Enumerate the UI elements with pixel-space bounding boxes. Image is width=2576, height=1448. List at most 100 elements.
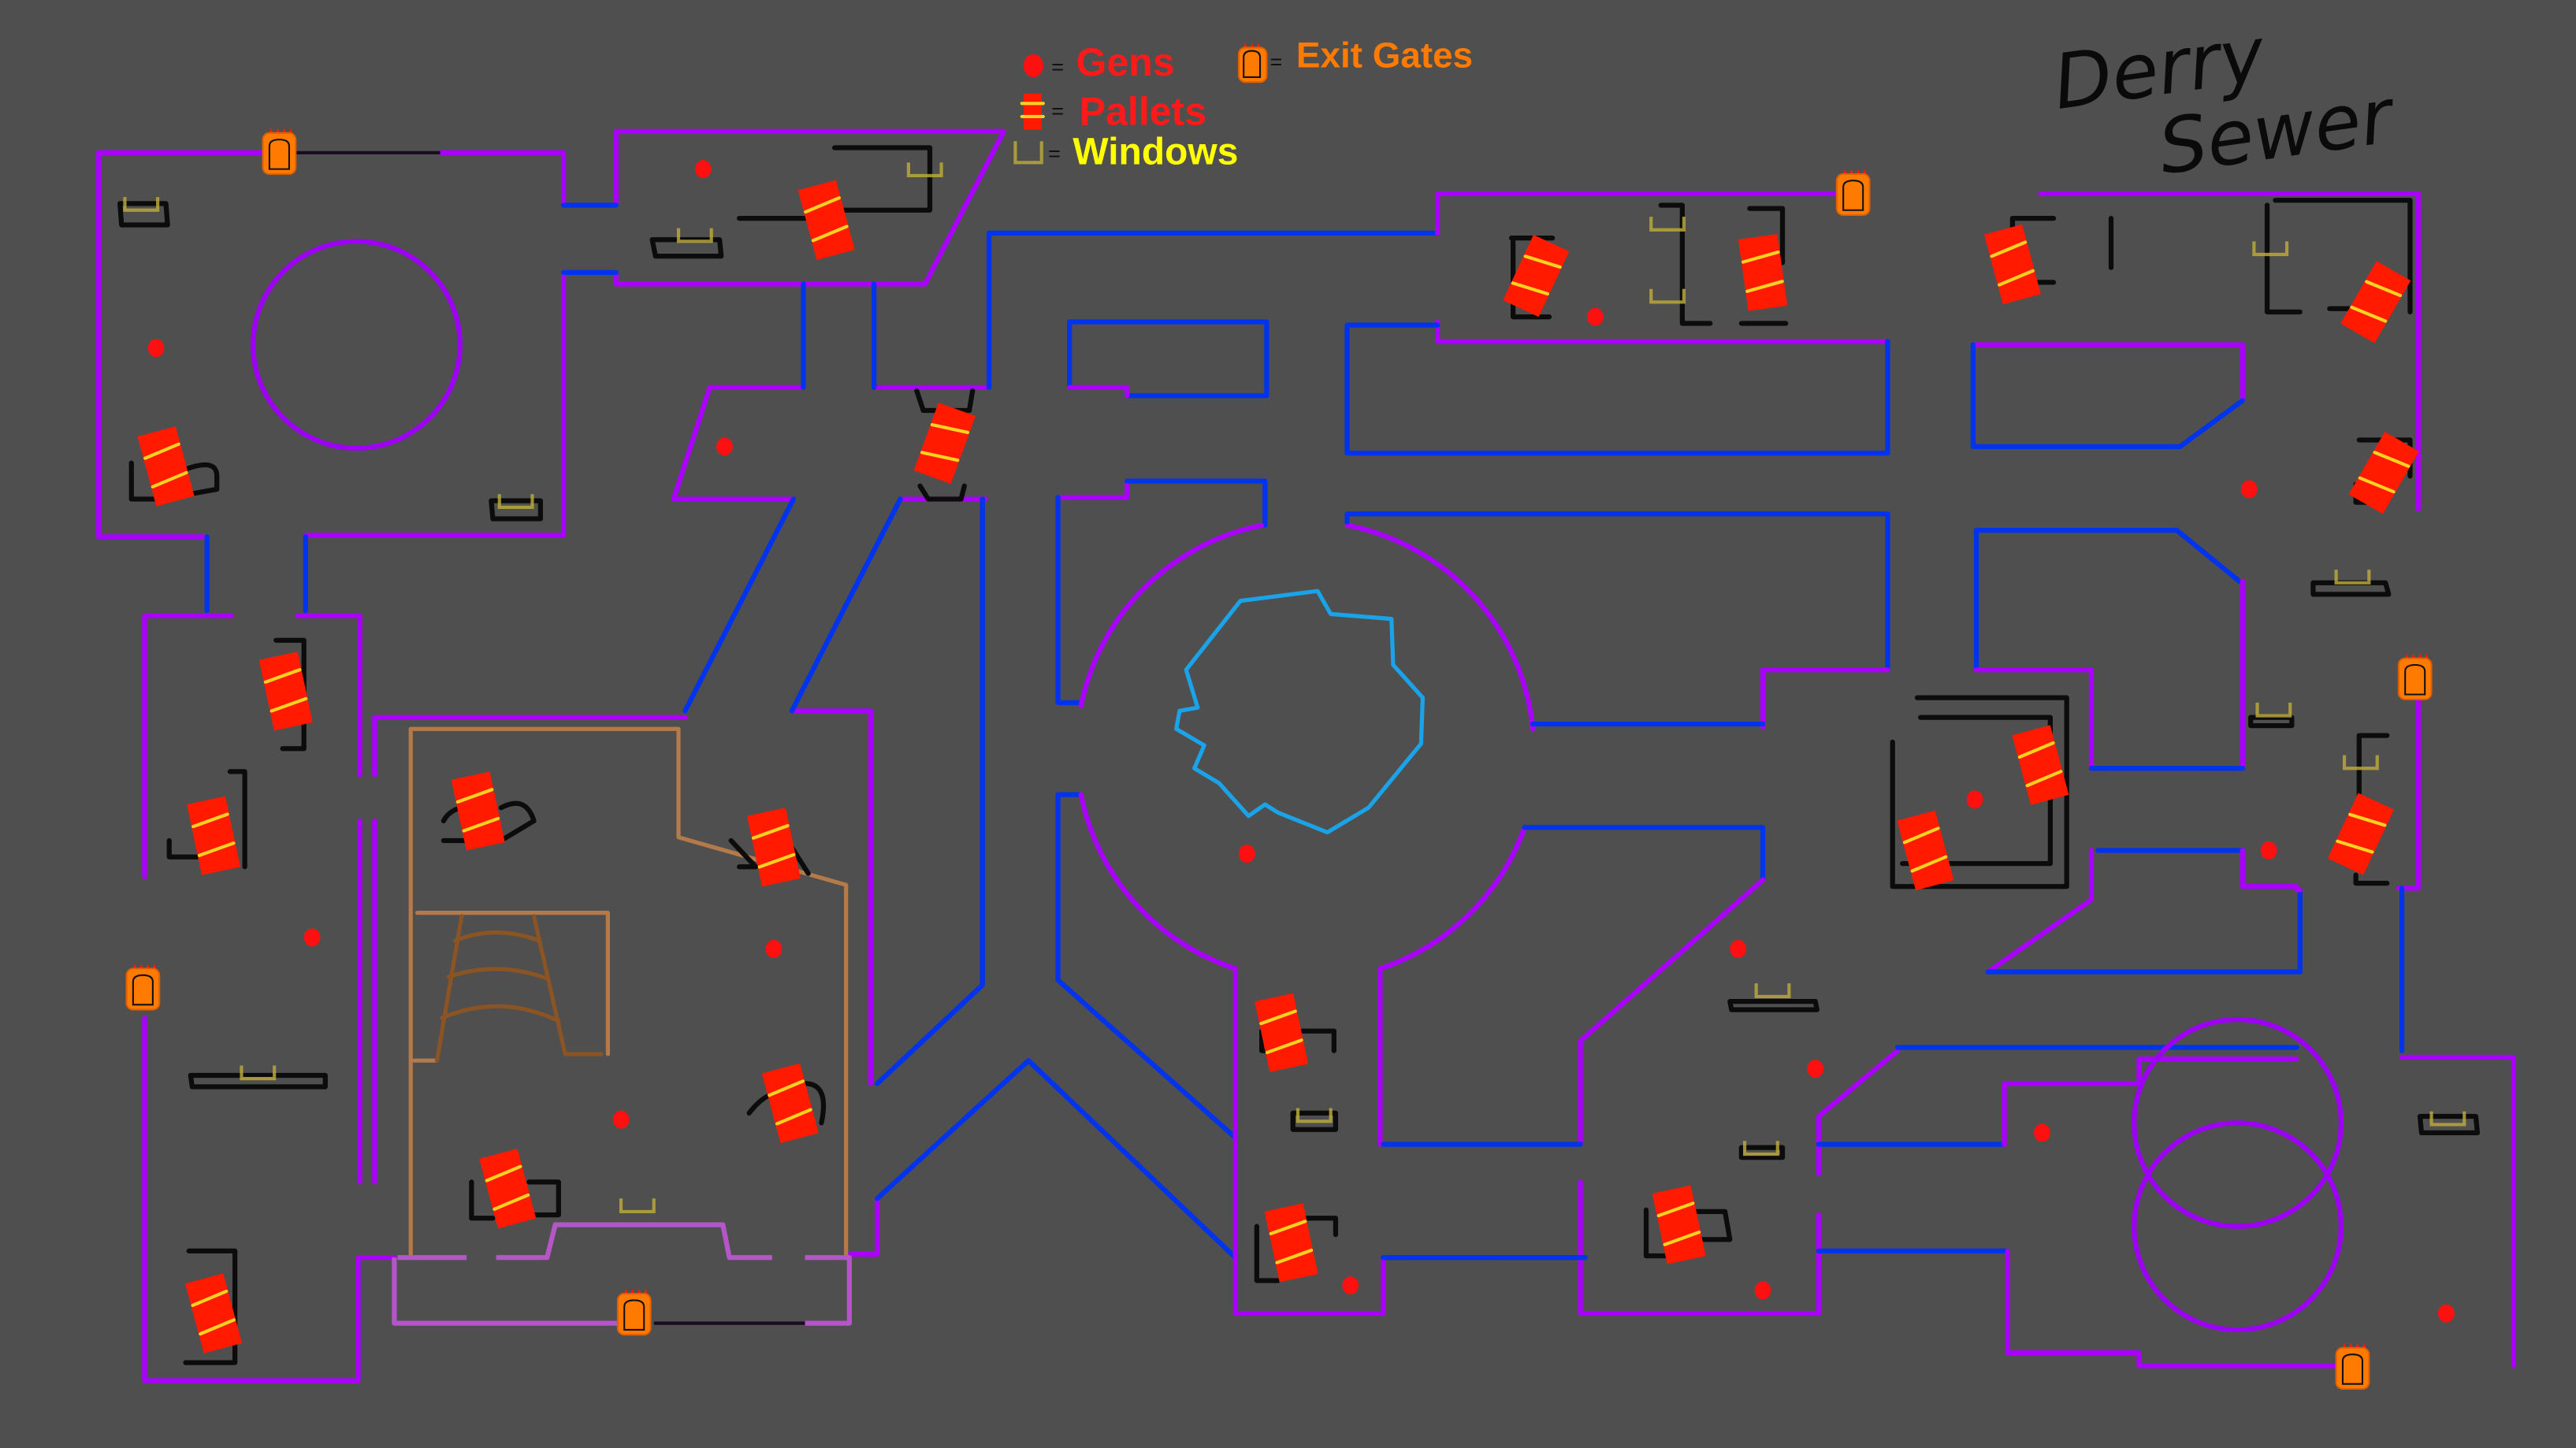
window-icon [1013, 141, 1043, 165]
pallet-body [797, 180, 855, 260]
obstacle [1738, 1145, 1786, 1160]
pallet-stripe [1741, 250, 1780, 264]
legend-item-gens: = Gens [1023, 40, 1175, 84]
window-icon [2334, 570, 2371, 585]
pallet-icon [913, 403, 976, 485]
pallet-stripe [263, 668, 302, 684]
legend-separator: = [1048, 141, 1061, 165]
obstacle [166, 769, 247, 870]
pallet-body [1264, 1203, 1318, 1283]
gate-body [2335, 1346, 2370, 1390]
pallet-icon [1983, 224, 2041, 305]
window-icon [123, 197, 160, 212]
sewer-pit [1174, 588, 1426, 835]
generator-dot-icon [612, 1110, 630, 1129]
pallet-stripe [1511, 281, 1550, 296]
inner-wall [986, 230, 1440, 390]
legend-separator: = [1051, 54, 1064, 79]
pallet-body [137, 426, 195, 507]
window-icon [2255, 702, 2292, 718]
window-icon [1754, 983, 1791, 999]
generator-dot-icon [2437, 1304, 2455, 1323]
obstacle [2248, 715, 2295, 729]
exit-gate-icon [2335, 1342, 2370, 1390]
pallet-stripe [455, 788, 494, 804]
pallet-body [746, 808, 801, 887]
pallets [137, 180, 2419, 1353]
window-icon [1649, 217, 1686, 232]
legend-item-pallets: = Pallets [1020, 89, 1206, 133]
outer-wall [437, 150, 567, 208]
inner-wall [1055, 792, 1238, 1141]
gate-body [2397, 657, 2433, 700]
generator-dot-icon [1730, 940, 1747, 958]
pallet-icon [451, 771, 505, 851]
pallet-stripe [191, 1289, 229, 1308]
window-icon [2342, 755, 2379, 770]
generator-dot-icon [2034, 1123, 2050, 1142]
pallet-body [913, 403, 976, 485]
legend-separator: = [1051, 98, 1064, 123]
obstacle [188, 1072, 328, 1090]
obstacle [2310, 580, 2392, 597]
outer-wall [2240, 848, 2299, 889]
exit-gates [125, 128, 2433, 1390]
obstacle [1658, 202, 1789, 326]
gate-frame [623, 1299, 645, 1331]
gate-frame [2404, 663, 2426, 696]
generator-dot-icon [1754, 1281, 1771, 1300]
pallet-stripe [2348, 812, 2387, 827]
inner-wall [682, 496, 797, 714]
outer-wall [1816, 1048, 1901, 1119]
exit-gate-icon [616, 1288, 652, 1336]
inner-wall [1055, 495, 1084, 706]
inner-wall [1522, 825, 1766, 883]
outer-wall [372, 715, 688, 778]
inner-wall [875, 1058, 1238, 1261]
pallet-stripe [757, 852, 796, 869]
generator-dot-icon [2260, 841, 2277, 860]
legend-item-exit-gates: = Exit Gates [1237, 34, 1473, 84]
pallet-icon [1503, 234, 1570, 317]
pallet-stripe [151, 470, 188, 488]
pallet-stripe [1902, 826, 1940, 845]
pallet-icon [2012, 725, 2069, 805]
ring-wall [1377, 825, 1527, 971]
obstacle [489, 498, 544, 522]
pallet-body [1503, 234, 1570, 317]
pallet-icon [761, 1063, 819, 1144]
obstacle [2417, 1113, 2481, 1136]
windows [123, 162, 2466, 1214]
pallet-body [2327, 793, 2394, 875]
legend-label-gens: Gens [1076, 40, 1175, 84]
pallet-body [2348, 431, 2419, 514]
pallet-stripe [2336, 839, 2374, 854]
pallet-icon [1897, 810, 1954, 891]
outer-wall [613, 128, 1006, 287]
pallet-stripe [1910, 855, 1948, 873]
generator-dot-icon [1023, 54, 1043, 77]
outer-wall [1232, 966, 1386, 1316]
window-icon [2252, 241, 2289, 257]
pallet-stripe [1998, 269, 2035, 287]
pallet-stripe [197, 841, 236, 857]
inner-wall [1344, 322, 1890, 456]
outer-wall [142, 1015, 361, 1383]
window-icon [1742, 1141, 1779, 1157]
walls [95, 128, 2516, 1383]
pallet-icon [1738, 234, 1788, 311]
exit-gate-icon [1835, 169, 1871, 217]
pallet-stripe [1745, 280, 1784, 293]
pallet-stripe [751, 824, 790, 840]
outer-wall [2002, 1056, 2299, 1147]
pallet-body [2340, 261, 2411, 343]
pallet-icon [2340, 261, 2411, 343]
gate-body [616, 1293, 652, 1336]
outer-wall [1067, 384, 1130, 399]
pallet-body [187, 796, 241, 875]
obstacle [183, 1248, 238, 1365]
pallet-stripe [1523, 254, 1562, 269]
pallet-icon [184, 1273, 243, 1353]
exit-gate-icon [1237, 43, 1268, 84]
outer-wall [846, 1196, 880, 1257]
